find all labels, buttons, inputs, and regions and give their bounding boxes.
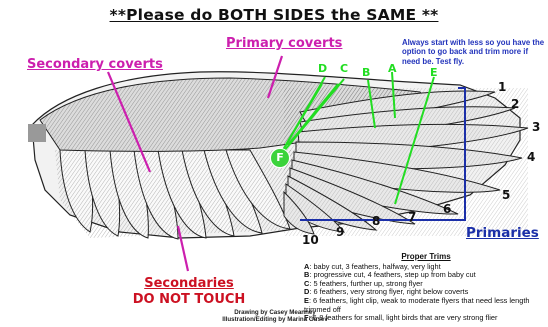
secondary-coverts-label: Secondary coverts <box>27 57 163 72</box>
feather-number-10: 10 <box>302 233 319 247</box>
feather-number-1: 1 <box>498 80 506 94</box>
trim-letter-f: F <box>270 148 290 168</box>
primary-coverts-label: Primary coverts <box>226 36 342 51</box>
trim-letter-e: E <box>430 66 438 79</box>
wrist-mark <box>28 124 46 142</box>
secondaries-label: Secondaries <box>114 276 264 291</box>
feather-number-6: 6 <box>443 202 451 216</box>
proper-trims-heading: Proper Trims <box>304 253 548 262</box>
feather-number-2: 2 <box>511 97 519 111</box>
feather-number-3: 3 <box>532 120 540 134</box>
trim-letter-c: C <box>340 62 348 75</box>
advice-note: Always start with less so you have the o… <box>402 38 548 66</box>
trim-letter-a: A <box>388 62 397 75</box>
feather-number-9: 9 <box>336 225 344 239</box>
credit-line-2: Illustration/Editing by Marina Gusev <box>180 316 370 323</box>
credit: Drawing by Casey Meanney Illustration/Ed… <box>180 309 370 323</box>
feather-number-4: 4 <box>527 150 535 164</box>
do-not-touch-label: DO NOT TOUCH <box>104 292 274 307</box>
primaries-label: Primaries <box>466 225 539 241</box>
trim-letter-b: B <box>362 66 370 79</box>
feather-number-8: 8 <box>372 214 380 228</box>
credit-line-1: Drawing by Casey Meanney <box>180 309 370 316</box>
feather-number-5: 5 <box>502 188 510 202</box>
feather-number-7: 7 <box>408 210 416 224</box>
trim-letter-d: D <box>318 62 327 75</box>
